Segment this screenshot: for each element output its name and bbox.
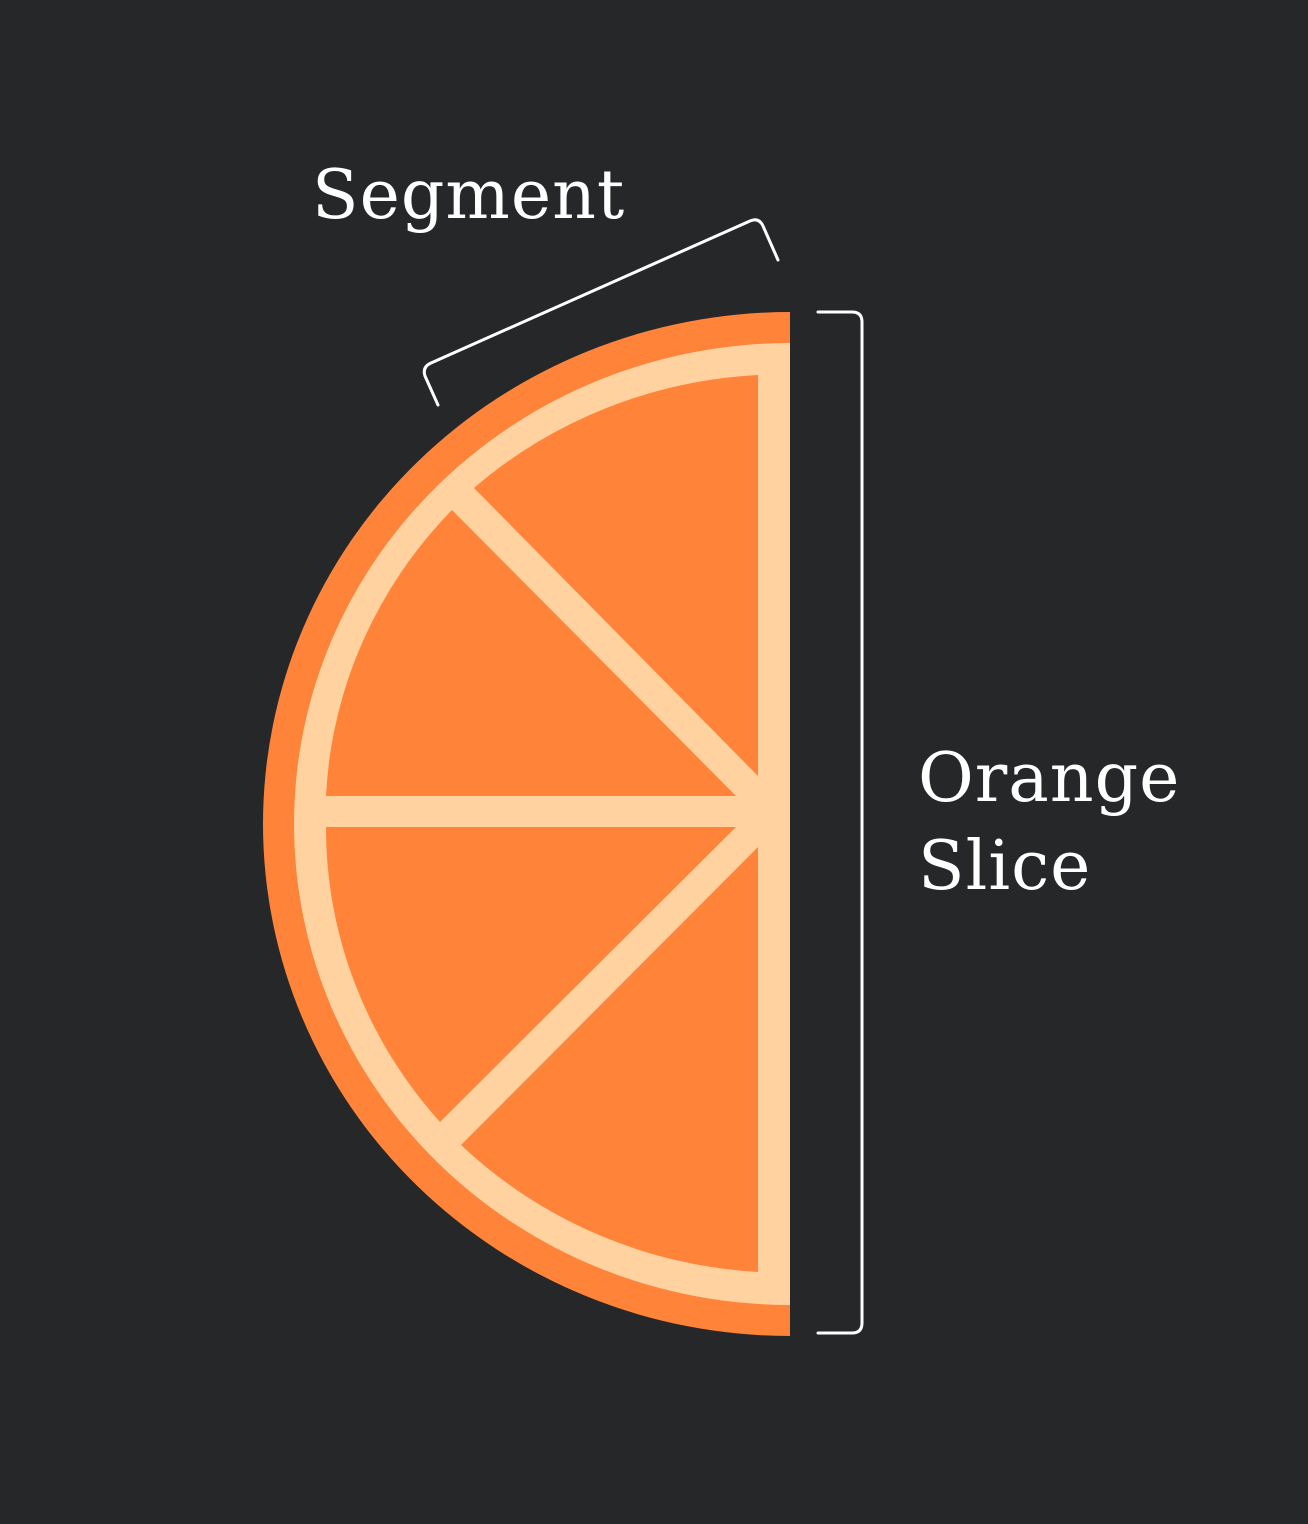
orange-slice-label-line2: Slice — [918, 827, 1092, 906]
segment-top — [474, 375, 758, 776]
segment-bottom — [461, 847, 758, 1272]
orange-slice-label: Orange Slice — [918, 735, 1180, 911]
orange-slice-icon — [263, 312, 790, 1336]
orange-slice-bracket-icon — [816, 310, 864, 1335]
segment-label: Segment — [312, 156, 626, 235]
segment-bracket-icon — [422, 218, 780, 407]
segment-lower — [325, 827, 736, 1122]
orange-slice-label-line1: Orange — [918, 739, 1181, 818]
segment-upper — [326, 510, 736, 796]
